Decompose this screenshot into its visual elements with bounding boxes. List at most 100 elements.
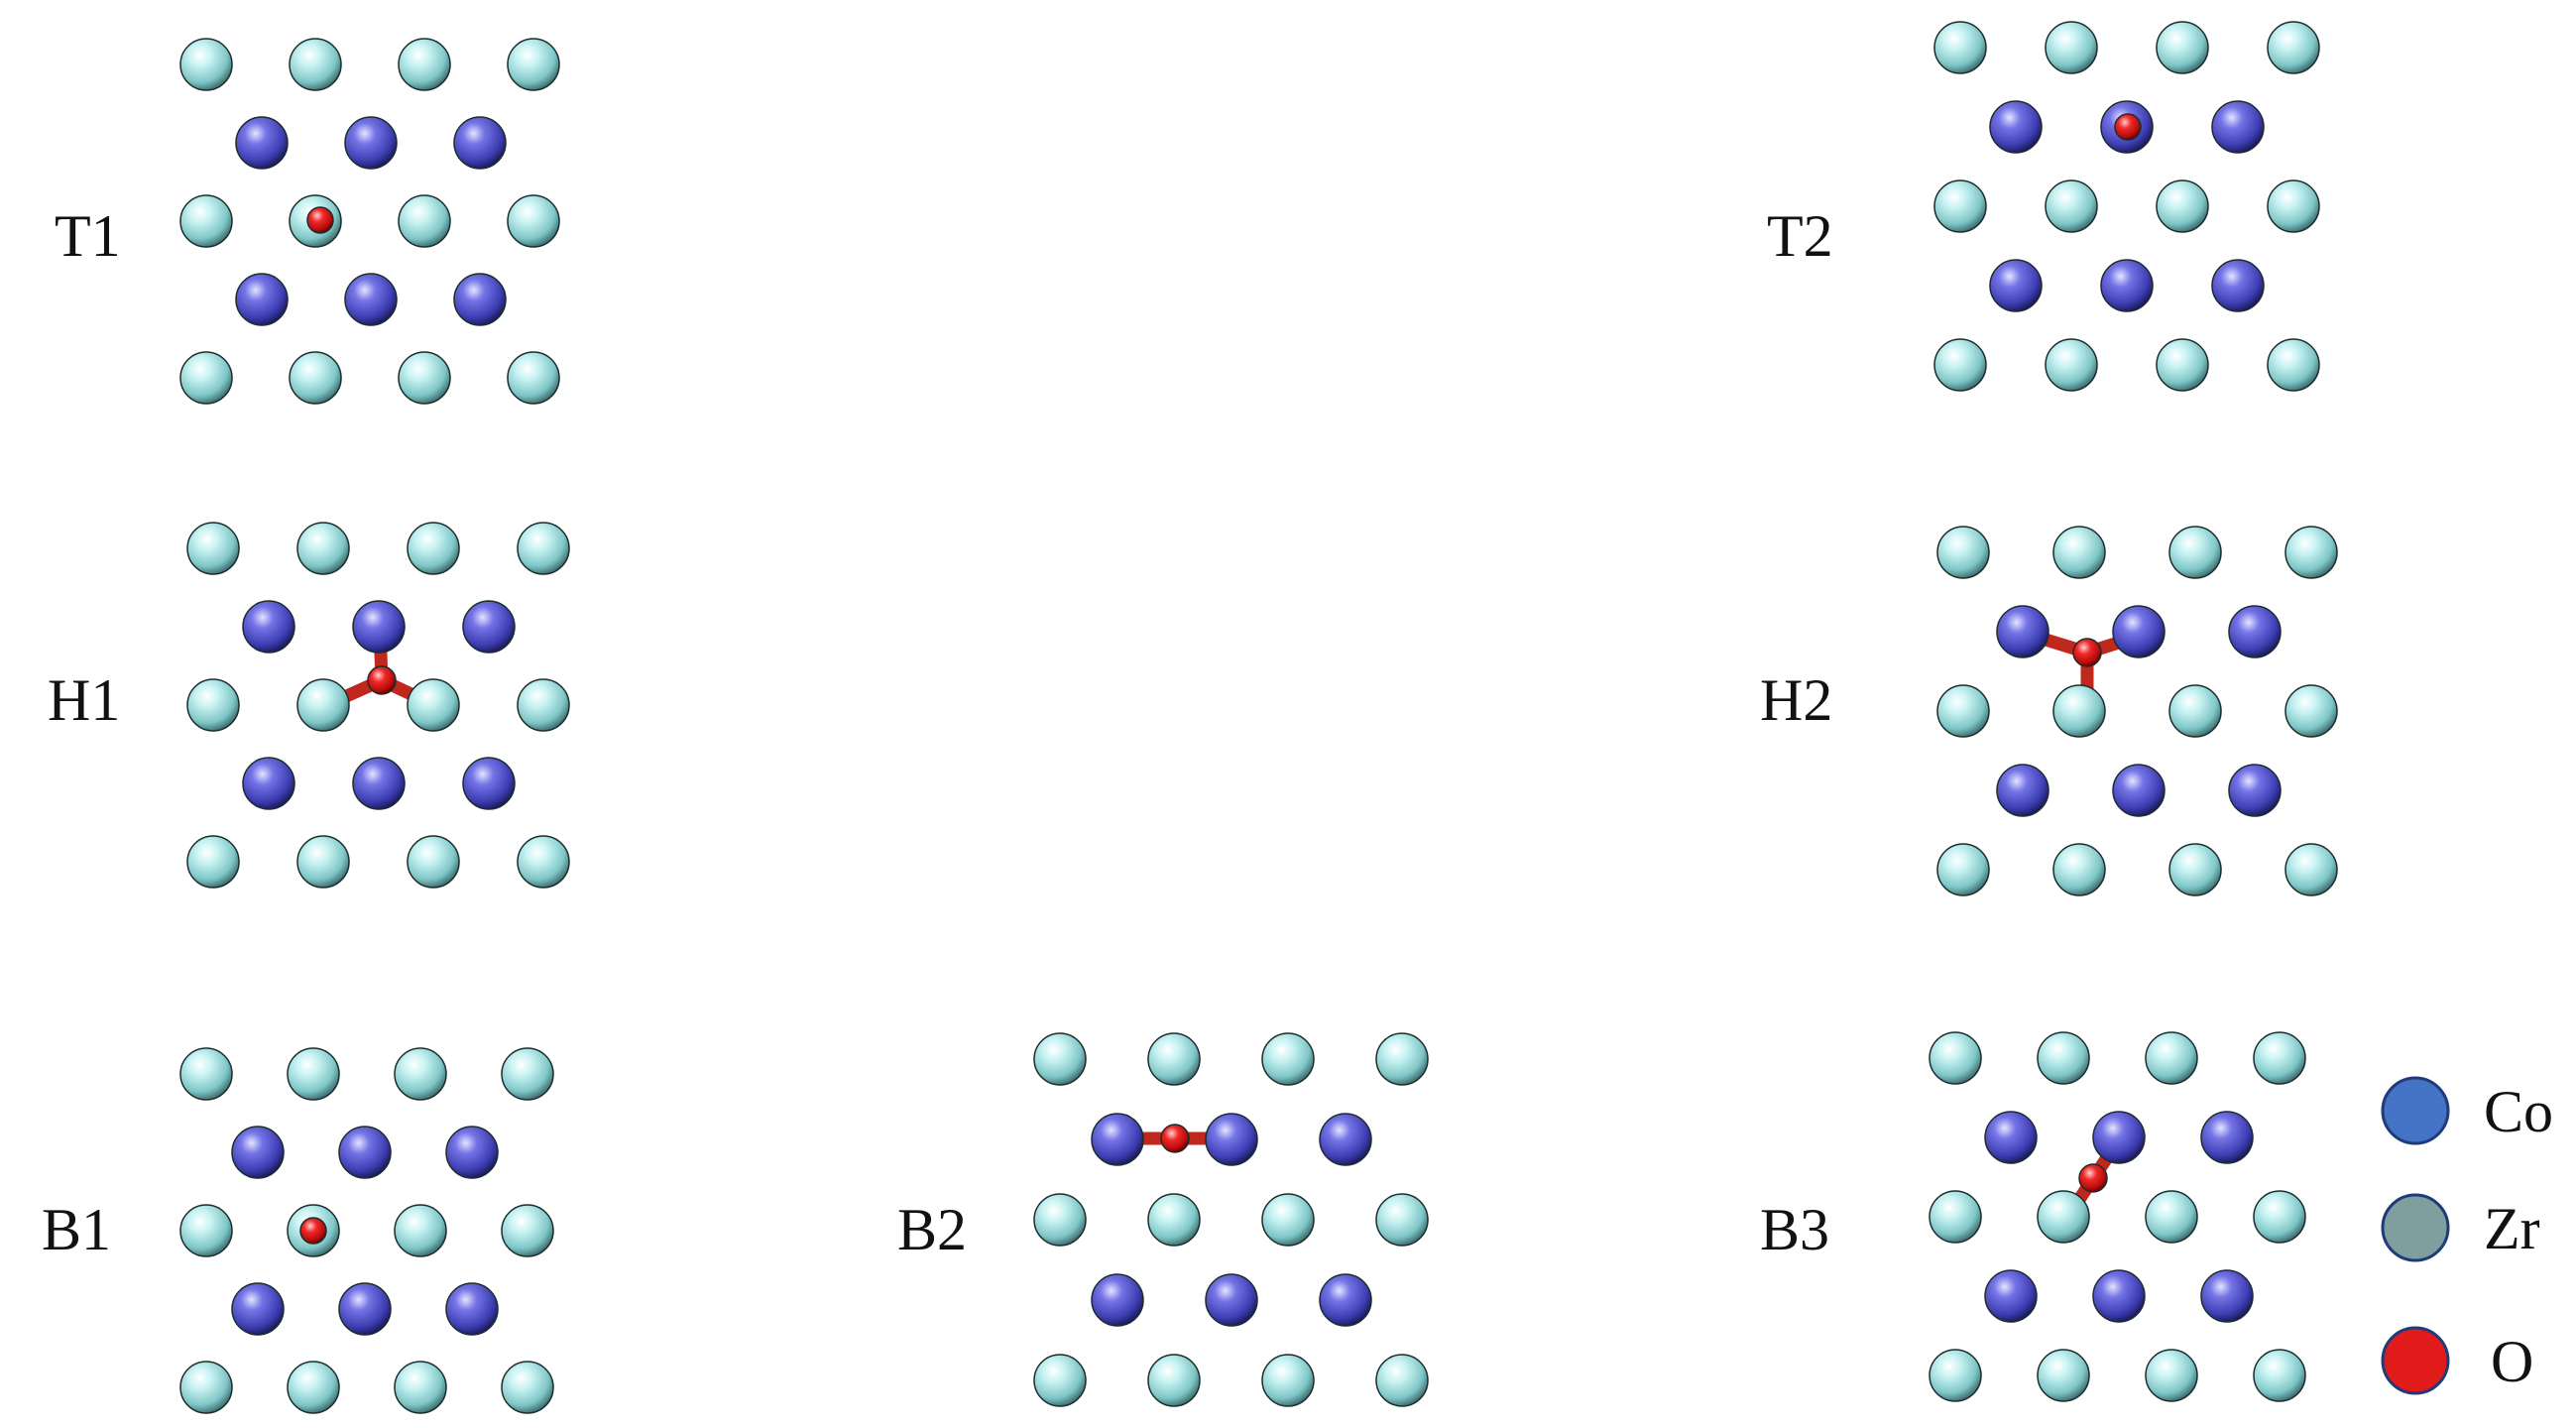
panel-T2 — [1933, 21, 2320, 392]
zr-atom — [2168, 843, 2222, 896]
zr-atom — [1936, 843, 1990, 896]
o-atom — [2072, 638, 2102, 667]
co-atom — [445, 1126, 499, 1179]
zr-atom — [296, 522, 350, 575]
zr-atom — [2156, 338, 2209, 392]
zr-atom — [2267, 338, 2320, 392]
zr-atom — [1929, 1031, 1982, 1085]
panel-label-B3: B3 — [1760, 1197, 1829, 1262]
co-atom — [1989, 259, 2043, 312]
zr-atom — [2052, 526, 2106, 579]
co-atom — [1091, 1113, 1144, 1166]
zr-atom — [179, 351, 233, 405]
zr-atom — [179, 1047, 233, 1101]
co-atom — [1996, 605, 2049, 658]
zr-atom — [1147, 1354, 1201, 1407]
zr-atom — [2145, 1031, 2198, 1085]
co-atom — [2228, 764, 2282, 817]
co-atom — [344, 273, 398, 326]
zr-atom — [1375, 1193, 1429, 1247]
zr-atom — [2045, 179, 2098, 233]
co-atom — [453, 116, 507, 170]
zr-atom — [1933, 21, 1987, 74]
zr-atom — [179, 1204, 233, 1257]
o-atom — [2078, 1163, 2108, 1193]
zr-atom — [1929, 1349, 1982, 1402]
zr-atom — [1933, 179, 1987, 233]
co-atom — [445, 1282, 499, 1336]
panel-H2 — [1936, 526, 2338, 896]
legend-swatch-zr — [2381, 1193, 2450, 1262]
co-atom — [462, 600, 516, 654]
co-atom — [2092, 1111, 2146, 1164]
zr-atom — [2145, 1349, 2198, 1402]
co-atom — [2200, 1111, 2254, 1164]
co-atom — [231, 1126, 285, 1179]
panel-T1 — [179, 38, 560, 405]
co-atom — [1205, 1273, 1258, 1327]
zr-atom — [398, 351, 451, 405]
co-atom — [2211, 100, 2265, 154]
o-atom — [1160, 1124, 1190, 1153]
zr-atom — [2284, 526, 2338, 579]
co-atom — [1319, 1273, 1372, 1327]
zr-atom — [517, 522, 570, 575]
co-atom — [1091, 1273, 1144, 1327]
panel-label-T1: T1 — [55, 203, 121, 269]
co-atom — [235, 273, 289, 326]
co-atom — [1319, 1113, 1372, 1166]
zr-atom — [507, 38, 560, 91]
zr-atom — [2045, 338, 2098, 392]
co-atom — [2211, 259, 2265, 312]
co-atom — [2112, 605, 2166, 658]
zr-atom — [394, 1361, 447, 1414]
co-atom — [2200, 1269, 2254, 1323]
zr-atom — [179, 1361, 233, 1414]
zr-atom — [2156, 21, 2209, 74]
legend: Co Zr O — [2381, 1076, 2553, 1395]
zr-atom — [1933, 338, 1987, 392]
zr-atom — [501, 1361, 554, 1414]
co-atom — [338, 1126, 392, 1179]
zr-atom — [287, 1047, 340, 1101]
co-atom — [352, 600, 406, 654]
co-atom — [2228, 605, 2282, 658]
o-atom — [299, 1217, 327, 1245]
co-atom — [235, 116, 289, 170]
zr-atom — [2037, 1349, 2090, 1402]
panel-H1 — [186, 522, 570, 889]
zr-atom — [1147, 1032, 1201, 1086]
panel-B2 — [1033, 1032, 1429, 1407]
zr-atom — [407, 678, 460, 732]
zr-atom — [1261, 1354, 1315, 1407]
panel-B1 — [179, 1047, 554, 1414]
zr-atom — [2037, 1190, 2090, 1244]
zr-atom — [289, 38, 342, 91]
panels-layer — [179, 21, 2338, 1414]
zr-atom — [179, 38, 233, 91]
zr-atom — [517, 678, 570, 732]
zr-atom — [2284, 684, 2338, 738]
zr-atom — [398, 38, 451, 91]
legend-label-zr: Zr — [2484, 1196, 2540, 1261]
zr-atom — [186, 835, 240, 889]
zr-atom — [2168, 684, 2222, 738]
zr-atom — [1261, 1193, 1315, 1247]
zr-atom — [1261, 1032, 1315, 1086]
co-atom — [231, 1282, 285, 1336]
co-atom — [2100, 259, 2154, 312]
zr-atom — [394, 1204, 447, 1257]
zr-atom — [501, 1204, 554, 1257]
co-atom — [2112, 764, 2166, 817]
zr-atom — [2284, 843, 2338, 896]
zr-atom — [1033, 1354, 1087, 1407]
panel-label-B1: B1 — [42, 1197, 111, 1262]
zr-atom — [507, 351, 560, 405]
o-atom — [306, 206, 334, 234]
co-atom — [1205, 1113, 1258, 1166]
zr-atom — [407, 835, 460, 889]
zr-atom — [1936, 684, 1990, 738]
zr-atom — [2253, 1190, 2306, 1244]
co-atom — [242, 600, 295, 654]
